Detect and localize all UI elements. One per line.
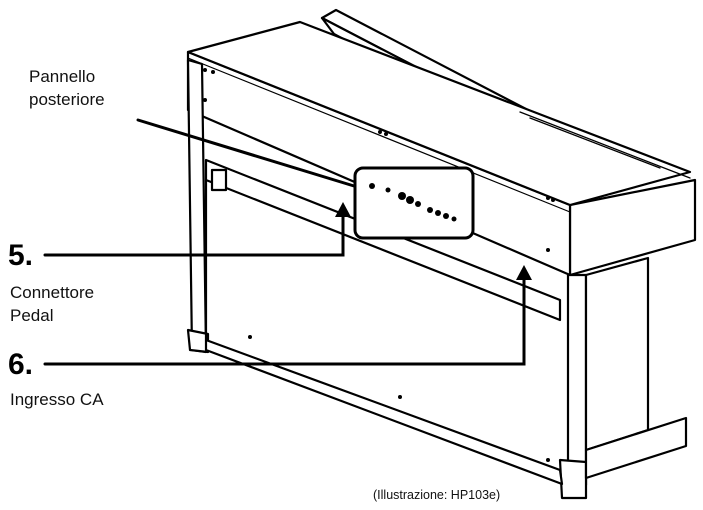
rear-panel-pointer-line bbox=[136, 118, 356, 188]
illustration-caption: (Illustrazione: HP103e) bbox=[373, 488, 501, 502]
right-leg bbox=[566, 273, 588, 487]
item6-number: 6. bbox=[8, 348, 34, 381]
pedal-connector-label-line2: Pedal bbox=[10, 306, 54, 325]
rear-connector-panel bbox=[353, 166, 475, 240]
pedal-connector-label-line1: Connettore bbox=[10, 283, 95, 302]
left-leg bbox=[186, 58, 208, 354]
ac-inlet-label: Ingresso CA bbox=[10, 390, 104, 409]
pedal-connector-pointer-line bbox=[43, 213, 345, 257]
connector-jacks bbox=[369, 183, 457, 222]
item5-number: 5. bbox=[8, 239, 34, 272]
lower-frame bbox=[204, 158, 562, 322]
ac-inlet-arrowhead bbox=[516, 265, 532, 280]
cabinet-top-lid bbox=[186, 20, 692, 207]
ac-inlet-pointer-line bbox=[43, 276, 526, 366]
rear-panel-label-line1: Pannello bbox=[29, 67, 96, 86]
rear-panel-label-line2: posteriore bbox=[29, 90, 105, 109]
pedal-connector-arrowhead bbox=[335, 202, 351, 217]
